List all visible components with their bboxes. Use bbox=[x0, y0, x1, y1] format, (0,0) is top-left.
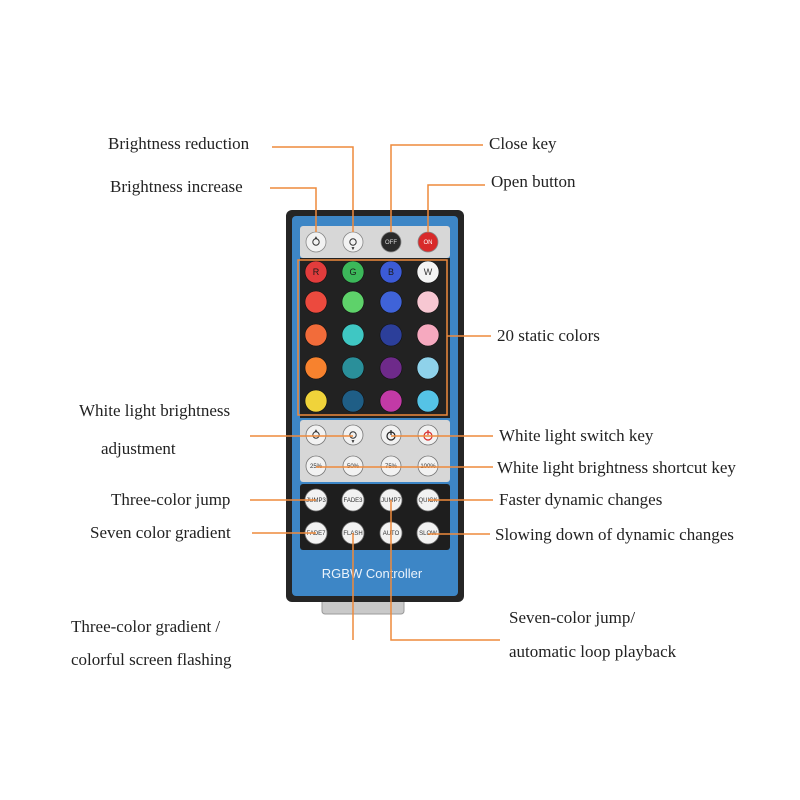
color-button-b[interactable]: B bbox=[379, 260, 403, 284]
color-button-r[interactable]: R bbox=[304, 260, 328, 284]
color-button-g[interactable]: G bbox=[341, 260, 365, 284]
svg-text:▼: ▼ bbox=[351, 440, 356, 445]
brightness-increase-button[interactable]: ▲ bbox=[305, 231, 327, 253]
white-brightness-down-button[interactable]: ▼ bbox=[342, 424, 364, 446]
sun-icon: ▼ bbox=[349, 431, 357, 445]
label-slowing-changes: Slowing down of dynamic changes bbox=[495, 525, 734, 544]
label-brightness-increase: Brightness increase bbox=[110, 177, 243, 196]
label-white-switch-key: White light switch key bbox=[499, 426, 654, 445]
percent-50-button[interactable]: 50% bbox=[342, 455, 364, 477]
sun-icon: ▲ bbox=[312, 429, 320, 439]
color-button[interactable] bbox=[379, 290, 403, 314]
remote-title: RGBW Controller bbox=[322, 566, 423, 581]
color-button[interactable] bbox=[416, 290, 440, 314]
label-seven-color-gradient: Seven color gradient bbox=[90, 523, 231, 542]
percent-25-button[interactable]: 25% bbox=[305, 455, 327, 477]
white-off-button[interactable] bbox=[380, 424, 402, 446]
leader-open-button bbox=[427, 184, 485, 232]
color-button[interactable] bbox=[341, 290, 365, 314]
off-button-label: OFF bbox=[385, 240, 397, 246]
label-brightness-reduction: Brightness reduction bbox=[108, 134, 250, 153]
brightness-reduction-button[interactable]: ▼ bbox=[342, 231, 364, 253]
off-button[interactable]: OFF bbox=[380, 231, 402, 253]
sun-icon: ▲ bbox=[312, 236, 320, 246]
color-button[interactable] bbox=[379, 356, 403, 380]
color-button[interactable] bbox=[304, 290, 328, 314]
color-button[interactable] bbox=[304, 323, 328, 347]
percent-100-button[interactable]: 100% bbox=[417, 455, 439, 477]
color-button[interactable] bbox=[341, 323, 365, 347]
color-button[interactable] bbox=[304, 389, 328, 413]
color-button[interactable] bbox=[416, 356, 440, 380]
color-button[interactable] bbox=[379, 323, 403, 347]
label-three-gradient-line1: Three-color gradient / bbox=[71, 617, 221, 636]
fade3-button[interactable]: FADE3 bbox=[341, 488, 365, 512]
slow-button[interactable]: SLOW bbox=[416, 521, 440, 545]
label-white-brightness-line2: adjustment bbox=[101, 439, 176, 458]
quick-label: QUICK bbox=[418, 498, 437, 504]
label-open-button: Open button bbox=[491, 172, 576, 191]
color-button[interactable] bbox=[341, 356, 365, 380]
label-faster-changes: Faster dynamic changes bbox=[499, 490, 663, 509]
fade7-label: FADE7 bbox=[306, 531, 326, 537]
leader-lines bbox=[250, 144, 500, 641]
label-close-key: Close key bbox=[489, 134, 557, 153]
on-button-label: ON bbox=[424, 240, 433, 246]
white-on-button[interactable] bbox=[417, 424, 439, 446]
label-seven-jump-line2: automatic loop playback bbox=[509, 642, 677, 661]
leader-close-key bbox=[390, 144, 483, 232]
color-button-r-label: R bbox=[313, 267, 320, 277]
top-panel bbox=[300, 226, 450, 258]
color-button[interactable] bbox=[416, 389, 440, 413]
fade3-label: FADE3 bbox=[343, 498, 363, 504]
leader-brightness-increase bbox=[270, 187, 317, 232]
label-white-shortcut-key: White light brightness shortcut key bbox=[497, 458, 736, 477]
label-three-color-jump: Three-color jump bbox=[111, 490, 231, 509]
color-button-w-label: W bbox=[424, 267, 433, 277]
svg-text:▲: ▲ bbox=[314, 236, 319, 241]
color-button[interactable] bbox=[416, 323, 440, 347]
sun-icon: ▼ bbox=[349, 238, 357, 252]
label-seven-jump-line1: Seven-color jump/ bbox=[509, 608, 636, 627]
label-white-brightness-line1: White light brightness bbox=[79, 401, 231, 420]
leader-seven-color-jump bbox=[390, 500, 500, 641]
svg-text:▼: ▼ bbox=[351, 247, 356, 252]
leader-brightness-reduction bbox=[272, 146, 354, 232]
svg-text:▲: ▲ bbox=[314, 429, 319, 434]
color-button[interactable] bbox=[341, 389, 365, 413]
jump3-label: JUMP3 bbox=[306, 498, 326, 504]
color-button-g-label: G bbox=[349, 267, 356, 277]
color-button[interactable] bbox=[304, 356, 328, 380]
color-button-w[interactable]: W bbox=[416, 260, 440, 284]
color-button-b-label: B bbox=[388, 267, 394, 277]
percent-75-button[interactable]: 75% bbox=[380, 455, 402, 477]
label-three-gradient-line2: colorful screen flashing bbox=[71, 650, 232, 669]
mode-panel bbox=[300, 484, 450, 550]
leader-static-colors-box bbox=[297, 259, 448, 416]
on-button[interactable]: ON bbox=[417, 231, 439, 253]
label-static-colors: 20 static colors bbox=[497, 326, 600, 345]
color-button[interactable] bbox=[379, 389, 403, 413]
white-brightness-up-button[interactable]: ▲ bbox=[305, 424, 327, 446]
